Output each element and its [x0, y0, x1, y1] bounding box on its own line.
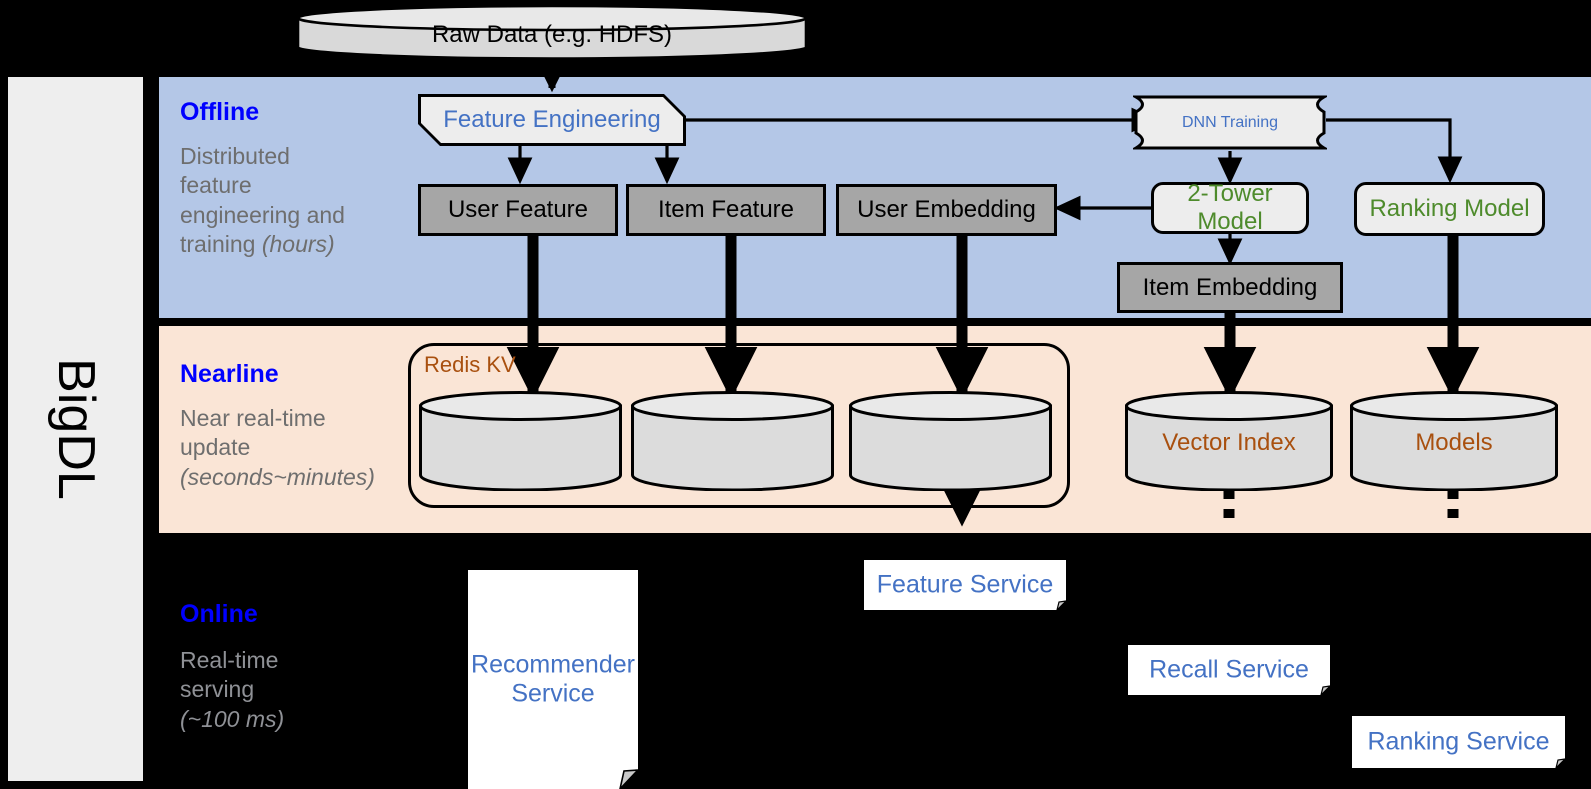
node-ranking-model[interactable]: Ranking Model: [1354, 182, 1545, 236]
nearline-sub-line-2: update: [180, 434, 251, 461]
store-user-embedding[interactable]: [848, 390, 1053, 491]
node-ranking-model-label: Ranking Model: [1369, 195, 1530, 222]
redis-kv-label: Redis KV: [424, 352, 516, 377]
node-feature-engineering[interactable]: Feature Engineering: [418, 94, 686, 146]
nearline-sub-line-1: Near real-time: [180, 405, 326, 431]
nearline-title: Nearline: [180, 360, 279, 388]
offline-sub-line-4: training: [180, 231, 262, 258]
online-subtitle: Real-time serving (~100 ms): [180, 646, 410, 734]
online-title: Online: [180, 600, 258, 628]
node-recommender-service-label: Recommender Service: [468, 650, 638, 709]
recommender-line-2: Service: [511, 679, 595, 708]
raw-data-label: Raw Data (e.g. HDFS): [431, 21, 673, 49]
offline-title: Offline: [180, 98, 260, 126]
store-user-feature[interactable]: [418, 390, 623, 491]
node-ranking-service[interactable]: Ranking Service: [1352, 716, 1565, 768]
node-user-feature-label: User Feature: [447, 196, 589, 223]
store-vector-index-label: Vector Index: [1162, 428, 1296, 456]
node-recommender-service[interactable]: Recommender Service: [468, 570, 638, 789]
store-models-label: Models: [1415, 428, 1493, 456]
node-two-tower-model-label: 2-Tower Model: [1187, 180, 1273, 235]
bigdl-framework-rail: BigDL: [8, 77, 143, 781]
node-ranking-service-label: Ranking Service: [1367, 727, 1550, 756]
node-dnn-training-label: DNN Training: [1181, 113, 1279, 131]
node-item-feature[interactable]: Item Feature: [626, 184, 826, 236]
node-user-feature[interactable]: User Feature: [418, 184, 618, 236]
nearline-subtitle: Near real-time update (seconds~minutes): [180, 404, 410, 492]
online-sub-line-1: Real-time: [180, 647, 279, 673]
store-vector-index[interactable]: Vector Index: [1124, 390, 1334, 491]
offline-subtitle: Distributed feature engineering and trai…: [180, 142, 380, 260]
offline-sub-line-3: engineering and: [180, 201, 345, 228]
store-item-feature[interactable]: [630, 390, 835, 491]
bigdl-text: BigDL: [46, 358, 105, 500]
node-dnn-training[interactable]: DNN Training: [1133, 94, 1327, 151]
node-feature-engineering-label: Feature Engineering: [443, 106, 661, 133]
redis-kv-group[interactable]: [408, 343, 1070, 508]
node-recall-service[interactable]: Recall Service: [1128, 645, 1330, 695]
node-feature-service[interactable]: Feature Service: [864, 560, 1066, 610]
node-user-embedding-label: User Embedding: [857, 196, 1036, 223]
offline-sub-italic: (hours): [261, 231, 335, 258]
store-models[interactable]: Models: [1349, 390, 1559, 491]
offline-sub-line-2: feature: [180, 172, 252, 199]
nearline-sub-italic: (seconds~minutes): [180, 463, 375, 490]
raw-data-store[interactable]: Raw Data (e.g. HDFS): [296, 4, 808, 62]
online-sub-italic: (~100 ms): [180, 705, 285, 732]
node-item-embedding[interactable]: Item Embedding: [1117, 262, 1343, 313]
node-item-feature-label: Item Feature: [657, 196, 795, 223]
node-recall-service-label: Recall Service: [1149, 655, 1309, 684]
offline-sub-line-1: Distributed: [180, 143, 290, 169]
online-sub-line-2: serving: [180, 676, 255, 703]
node-feature-service-label: Feature Service: [876, 570, 1054, 599]
node-user-embedding[interactable]: User Embedding: [836, 184, 1057, 236]
node-item-embedding-label: Item Embedding: [1142, 273, 1318, 301]
bigdl-label: BigDL: [8, 77, 143, 781]
node-two-tower-model[interactable]: 2-Tower Model: [1151, 180, 1309, 235]
recommender-line-1: Recommender: [471, 650, 635, 678]
